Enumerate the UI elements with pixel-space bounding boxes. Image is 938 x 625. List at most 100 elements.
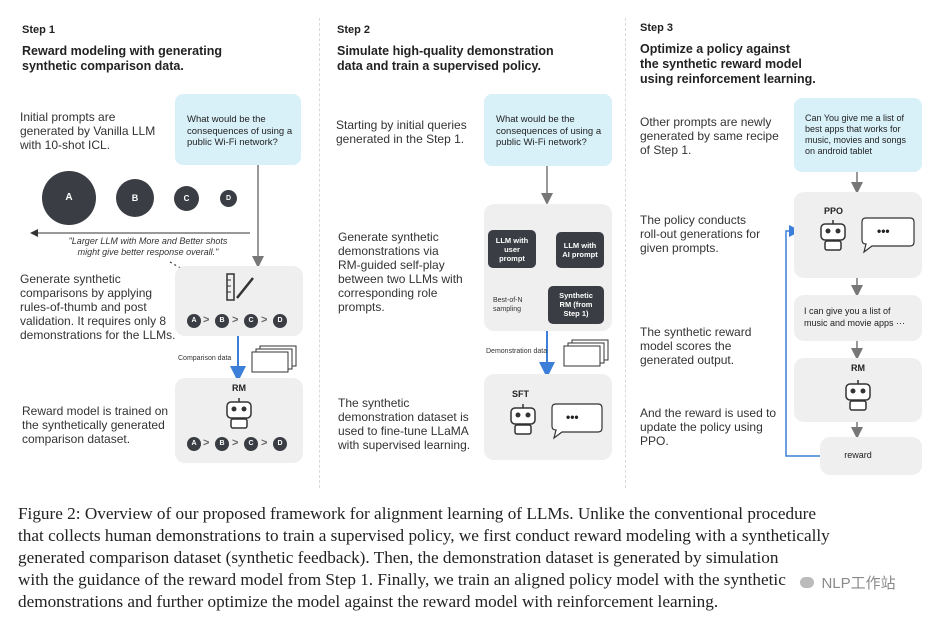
rank-chip-a: A [187,314,201,328]
llm-circle-a: A [42,171,96,225]
step3-label: Step 3 [640,22,674,34]
step2-title-line: Simulate high-quality demonstration [337,44,554,58]
text-line: PPO. [640,434,669,448]
text-line: of Step 1. [640,143,692,157]
node-line: Step 1) [563,309,589,318]
watermark: NLP工作站 [796,571,900,594]
step3-rm-box: RM [794,358,922,422]
llm-user-node: LLM with user prompt [488,230,536,268]
caption-line: that collects human demonstrations to tr… [18,526,830,545]
quote-line: "Larger LLM with More and Better shots [68,236,228,246]
node-line: AI prompt [562,250,598,259]
text-line: update the policy using [640,420,763,434]
rank-sep: > [261,314,268,326]
step1-title: Reward modeling with generating syntheti… [22,44,222,74]
text-line: prompts. [338,300,385,314]
step1-generate-comparisons-text: Generate synthetic comparisons by applyi… [20,272,175,342]
rank-sep: > [203,314,210,326]
text-line: And the reward is used to [640,406,777,420]
step1-comparison-box: A > B > C > D [175,266,303,336]
step3-title-line: Optimize a policy against [640,42,791,56]
robot-icon [845,380,871,411]
text-line: rules-of-thumb and post [20,300,147,314]
step2-generate-text: Generate synthetic demonstrations via RM… [338,230,463,314]
step3-prompt-box: Can You give me a list of best apps that… [794,98,922,172]
synthetic-rm-node: Synthetic RM (from Step 1) [548,286,604,324]
watermark-text: NLP工作站 [821,575,896,592]
rank-chip-a: A [187,437,201,451]
text-line: used to fine-tune LLaMA [338,424,469,438]
ruler-pencil-icon [226,273,254,301]
llm-ai-node: LLM with AI prompt [556,232,604,268]
rm-label: RM [851,363,865,373]
data-stack-icon [563,339,609,367]
quote-line: might give better response overall." [77,247,219,257]
step3-other-prompts-text: Other prompts are newly generated by sam… [640,115,779,157]
caption-line: generated comparison dataset (synthetic … [18,548,779,567]
step1-title-line: Reward modeling with generating [22,44,223,58]
step2-dataset-text: The synthetic demonstration dataset is u… [338,396,470,452]
rank-chip-d: D [273,314,287,328]
speech-bubble-icon [551,403,603,440]
wechat-icon [800,577,814,588]
text-line: Other prompts are newly [640,115,772,129]
demonstration-data-label: Demonstration data [486,348,548,355]
sft-label: SFT [512,389,529,399]
rank-chip-c: C [244,314,258,328]
rank-sep: > [232,437,239,449]
text-line: roll-out generations for [640,227,761,241]
caption-line: demonstrations and further optimize the … [18,592,719,611]
rank-chip-b: B [215,314,229,328]
text-line: given prompts. [640,241,719,255]
step2-starting-text: Starting by initial queries generated in… [336,118,467,146]
prompt-line: public Wi-Fi network? [187,137,278,148]
output-box: I can give you a list of music and movie… [794,295,922,341]
rank-chip-c: C [244,437,258,451]
prompt-line: consequences of using a [187,125,293,137]
node-line: user [504,245,520,254]
rank-sep: > [232,314,239,326]
llm-circle-c: C [174,186,199,211]
prompt-line: best apps that works for [805,124,901,134]
text-line: validation. It requires only 8 [20,314,167,328]
text-line: model scores the [640,339,732,353]
text-line: generated in the Step 1. [336,132,465,146]
text-line: The synthetic reward [640,325,752,339]
step1-rm-box: RM A > B > C > D [175,378,303,463]
data-stack-icon [251,345,297,373]
node-line: LLM with [563,241,597,250]
best-of-n-label: Best-of-N sampling [493,296,523,314]
robot-icon [820,220,846,251]
reward-label: reward [844,450,872,460]
step1-title-line: synthetic comparison data. [22,59,184,73]
comparison-data-label: Comparison data [178,355,232,362]
robot-icon [226,398,252,429]
bubble-dots: ••• [566,410,579,424]
rank-chip-d: D [273,437,287,451]
text-line: corresponding role [338,286,438,300]
text-line: Generate synthetic [338,230,439,244]
prompt-line: Can You give me a list of [805,113,905,123]
step2-prompt-box: What would be the consequences of using … [484,94,612,166]
divider-step1-step2 [319,18,320,488]
larger-llm-quote: "Larger LLM with More and Better shots m… [58,236,238,258]
text-line: The synthetic [338,396,410,410]
step2-label: Step 2 [337,24,371,36]
bon-line: sampling [493,306,522,313]
text-line: demonstrations via [338,244,439,258]
rank-sep: > [261,437,268,449]
text-line: Starting by initial queries [336,118,467,132]
text-line: comparisons by applying [20,286,153,300]
llm-circle-b: B [116,179,154,217]
bubble-dots: ••• [877,224,890,238]
figure-caption: Figure 2: Overview of our proposed frame… [18,503,928,613]
step3-policy-text: The policy conducts roll-out generations… [640,213,760,255]
step3-reward-update-text: And the reward is used to update the pol… [640,406,776,448]
prompt-line: What would be the [187,114,266,125]
reward-feedback-line [785,225,820,457]
robot-icon [510,404,536,435]
step1-initial-prompts-text: Initial prompts are generated by Vanilla… [20,110,155,152]
text-line: the synthetically generated [22,418,165,432]
step3-title-line: the synthetic reward model [640,57,802,71]
text-line: demonstrations for the LLMs. [20,328,176,342]
